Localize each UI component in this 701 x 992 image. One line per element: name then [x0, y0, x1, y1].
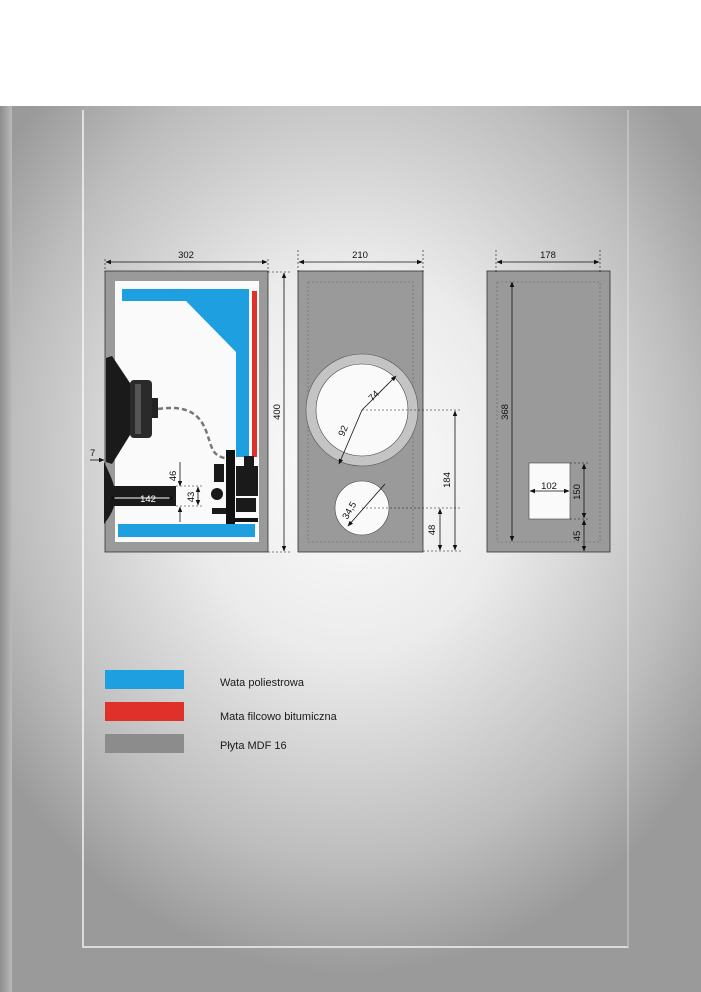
legend-swatch-bitumen — [105, 702, 184, 721]
terminal-height-label: 150 — [572, 484, 583, 500]
port-diameter-label: 43 — [186, 492, 197, 503]
legend-label-wool: Wata poliestrowa — [220, 677, 304, 689]
side-height-label: 400 — [272, 404, 283, 420]
legend-swatch-wool — [105, 670, 184, 689]
terminal-width-label: 102 — [541, 481, 557, 492]
woofer-outer-radius-label: 92 — [337, 424, 351, 438]
side-wool-back — [236, 289, 249, 457]
tweeter-height-label: 48 — [427, 525, 438, 536]
port-offset-label: 46 — [168, 471, 179, 482]
side-width-label: 302 — [178, 250, 194, 261]
front-view: 74 92 34,5 184 48 210 — [297, 250, 462, 553]
panel-left-strip — [0, 106, 12, 992]
back-view: 178 368 102 150 45 — [486, 250, 611, 553]
side-wool-top — [122, 289, 249, 301]
woofer-side-icon — [106, 356, 158, 464]
legend-label-bitumen: Mata filcowo bitumiczna — [220, 711, 337, 723]
front-width-label: 210 — [352, 250, 368, 261]
terminal-offset-label: 45 — [572, 531, 583, 542]
port-length-label: 142 — [140, 494, 156, 505]
legend-label-mdf: Płyta MDF 16 — [220, 740, 287, 752]
legend-swatch-mdf — [105, 734, 184, 753]
woofer-cable — [157, 406, 231, 461]
side-view: 302 400 7 142 46 43 — [90, 250, 290, 553]
woofer-height-label: 184 — [442, 472, 453, 488]
side-wall-label: 7 — [90, 448, 95, 459]
panel-frame — [82, 110, 629, 948]
side-wool-bottom — [118, 524, 255, 537]
side-wool-corner — [186, 301, 236, 352]
side-bitumen-mat — [252, 291, 257, 457]
back-height-label: 368 — [500, 404, 511, 420]
crossover-icon — [211, 450, 258, 524]
back-width-label: 178 — [540, 250, 556, 261]
